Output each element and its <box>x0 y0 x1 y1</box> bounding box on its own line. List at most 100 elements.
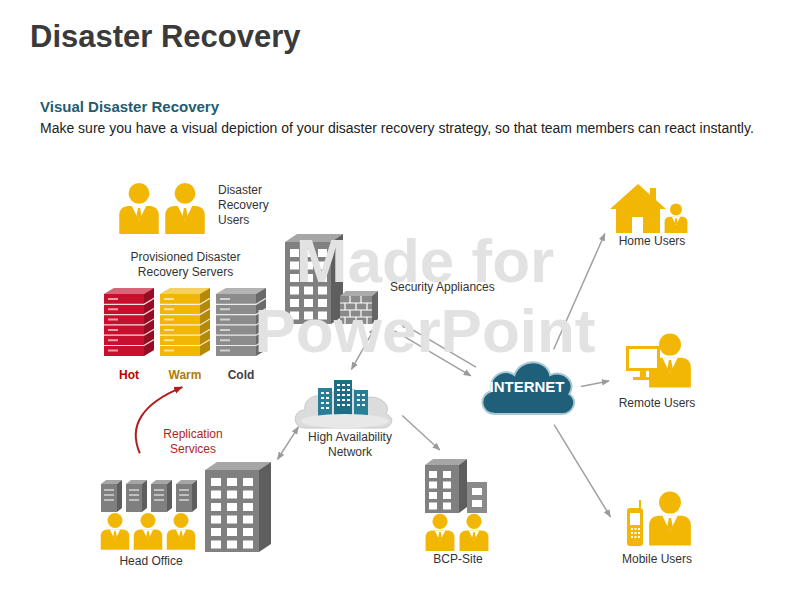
user-icons <box>119 183 205 234</box>
network-node: High Availability Network <box>300 372 400 464</box>
window <box>337 384 340 386</box>
window <box>211 503 221 511</box>
node-label: High Availability Network <box>300 430 400 460</box>
node-label: Provisioned Disaster Recovery Servers <box>118 250 253 280</box>
window <box>342 399 345 401</box>
window <box>443 471 451 478</box>
mobile-user-icon <box>627 508 643 546</box>
user-icons <box>134 513 163 550</box>
description: Make sure you have a visual depiction of… <box>40 119 760 138</box>
server-tower <box>167 480 172 512</box>
window <box>243 541 253 549</box>
network-cloud-icon <box>301 414 389 428</box>
window <box>362 394 365 396</box>
window <box>337 394 340 396</box>
building-icon <box>459 459 467 513</box>
window <box>342 394 345 396</box>
window <box>326 402 329 404</box>
house-icon <box>665 204 688 233</box>
window <box>342 404 345 406</box>
window <box>429 492 437 499</box>
server-tower-icons <box>101 480 197 512</box>
window <box>211 491 221 499</box>
window <box>211 541 221 549</box>
window <box>337 389 340 391</box>
node-label: Head Office <box>96 554 206 569</box>
site-node: BCP-Site <box>418 452 498 570</box>
user-icons <box>460 514 489 551</box>
server-tower <box>154 490 164 500</box>
window <box>429 482 437 489</box>
user-icons <box>426 514 455 551</box>
server-stack: Warm <box>158 286 212 386</box>
user-icons <box>101 513 489 551</box>
window <box>347 394 350 396</box>
window <box>326 397 329 399</box>
window <box>337 404 340 406</box>
window <box>321 397 324 399</box>
server-tower <box>126 484 142 512</box>
building-icon <box>205 462 271 552</box>
window <box>243 503 253 511</box>
window <box>429 471 437 478</box>
window <box>326 407 329 409</box>
server-stacks <box>104 288 154 356</box>
window <box>347 404 350 406</box>
mobile-user-icon <box>639 500 641 508</box>
window <box>243 516 253 524</box>
window <box>227 516 237 524</box>
server-stack: Cold <box>214 286 268 386</box>
security-site: Security Appliances <box>282 228 507 325</box>
user-icons <box>167 513 196 550</box>
server-tower <box>176 484 192 512</box>
house-icon <box>616 207 660 233</box>
window <box>321 392 324 394</box>
server-stack: Hot <box>102 286 156 386</box>
connector <box>554 425 610 517</box>
window <box>347 389 350 391</box>
window <box>443 482 451 489</box>
server-group: Provisioned Disaster Recovery ServersHot… <box>98 248 273 388</box>
subtitle: Visual Disaster Recovery <box>40 97 760 116</box>
node-label: Mobile Users <box>612 552 702 567</box>
window <box>472 500 482 507</box>
window <box>227 528 237 536</box>
user-icons <box>165 183 205 234</box>
window <box>211 528 221 536</box>
node-label: Cold <box>214 368 268 383</box>
window <box>342 384 345 386</box>
mobile-user-icon <box>630 513 640 525</box>
connector <box>581 381 609 386</box>
server-stacks <box>160 288 210 356</box>
window <box>243 478 253 486</box>
connector <box>402 415 440 450</box>
window <box>326 392 329 394</box>
server-stacks <box>104 288 266 356</box>
server-tower <box>192 480 197 512</box>
building-icon <box>205 470 259 552</box>
window <box>211 516 221 524</box>
edge-label: Replication Services <box>155 426 231 458</box>
window <box>362 399 365 401</box>
network-cloud-icon <box>318 388 332 418</box>
network-cloud-icon <box>295 380 392 428</box>
window <box>443 492 451 499</box>
window <box>243 491 253 499</box>
remote-user-icon <box>633 377 653 380</box>
internet-cloud: INTERNET <box>476 352 578 422</box>
window <box>227 541 237 549</box>
window <box>342 389 345 391</box>
user-icons <box>119 183 159 234</box>
user-site: Remote Users <box>612 330 702 414</box>
building-icon <box>467 482 487 513</box>
window <box>211 478 221 486</box>
remote-user-icon <box>629 349 657 368</box>
user-site: Mobile Users <box>612 478 702 570</box>
node-label: BCP-Site <box>418 552 498 567</box>
building-icon <box>425 465 459 513</box>
server-tower <box>151 484 167 512</box>
server-tower <box>142 480 147 512</box>
server-tower <box>117 480 122 512</box>
watermark: Made for PowerPoint <box>235 226 615 366</box>
server-tower <box>129 490 139 500</box>
